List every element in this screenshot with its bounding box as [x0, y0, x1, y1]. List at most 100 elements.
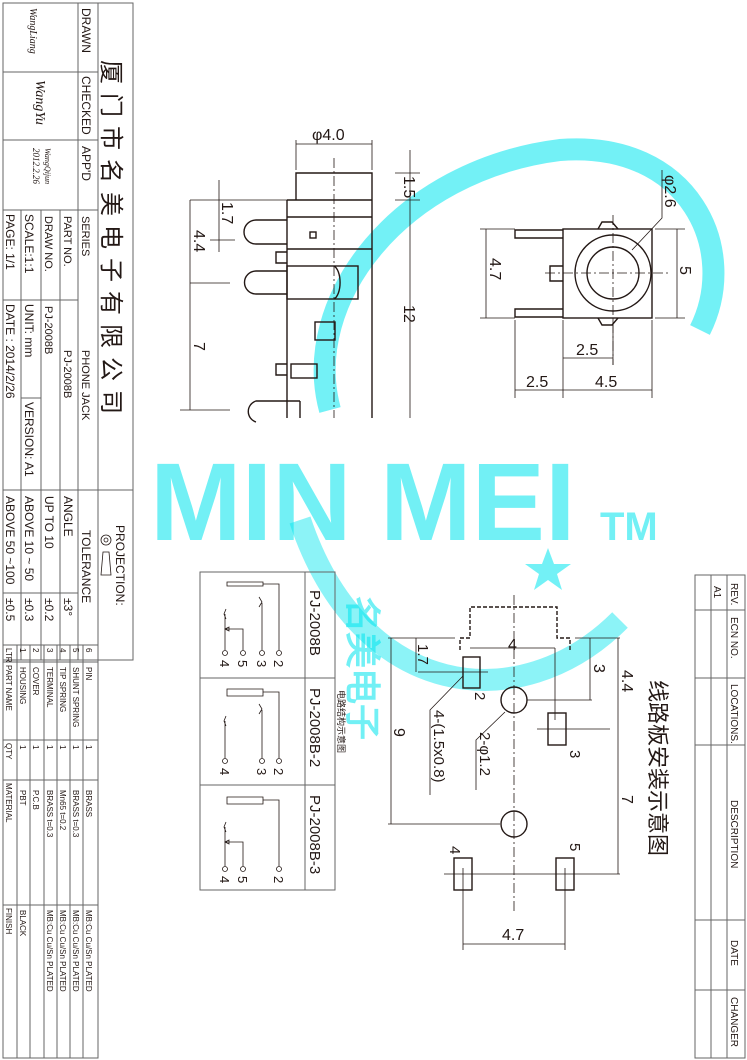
- pad-note: 4-(1.5x0.8): [430, 710, 447, 783]
- pin-label: 2: [271, 876, 286, 883]
- version-text: VERSION: A1: [22, 402, 36, 477]
- pin-label: 4: [217, 876, 232, 883]
- parts-header: PART NAME: [4, 665, 13, 711]
- pad-label: 3: [566, 750, 583, 758]
- series-value: PHONE JACK: [79, 350, 91, 421]
- pin-label: 5: [235, 660, 250, 667]
- tolerance-value: ±3°: [61, 598, 75, 616]
- watermark: MIN MEI TM 名美电子: [150, 138, 725, 740]
- part-material: BRASS t=0.3: [71, 790, 80, 838]
- pin-label: 4: [217, 660, 232, 667]
- circuit-diagram: 电路结构示意图 PJ-2008B PJ-2008B-2 PJ-2008B-3 2…: [199, 571, 347, 891]
- part-finish: MB:Cu Cu/Sn PLATED: [84, 910, 93, 992]
- tolerance-value: ±0.5: [3, 598, 17, 622]
- scale-text: SCALE:1:1: [22, 214, 36, 274]
- dim-2-5-center: 2.5: [576, 342, 598, 359]
- part-material: BRASS t=0.3: [45, 790, 54, 838]
- tolerance-value: ±0.2: [42, 598, 56, 622]
- part-ltr: 2: [31, 648, 40, 653]
- part-name: HOUSING: [18, 667, 27, 704]
- unit-text: UNIT: mm: [22, 304, 36, 357]
- parts-header: QTY: [4, 743, 13, 760]
- part-no-value: PJ-2008B: [61, 350, 73, 398]
- part-no-label: PART NO.: [61, 216, 73, 267]
- projection-symbol-icon: [100, 534, 112, 576]
- parts-header: MATERIAL: [4, 783, 13, 823]
- description-header: DESCRIPTION: [728, 800, 739, 868]
- circuit-title: 电路结构示意图: [336, 690, 347, 753]
- pcb-layout: 4 1.7 3 4.4 9 7 4.7 4-(1.5x0.8) 2-φ1.2 2…: [388, 595, 670, 950]
- side-view: φ4.0 1.5 12 1.7 4.4 7: [180, 127, 420, 423]
- date-header: DATE: [728, 940, 739, 966]
- watermark-tm: TM: [600, 505, 658, 549]
- pin-label: 3: [254, 768, 269, 775]
- checked-label: CHECKED: [79, 76, 93, 135]
- dim-2-5-left: 2.5: [526, 374, 548, 391]
- rev-header: REV.: [728, 583, 739, 605]
- pin-label: 2: [271, 768, 286, 775]
- dim-7: 7: [618, 795, 635, 804]
- parts-table-border: [2, 644, 99, 1059]
- checked-signature: WangYu: [32, 80, 47, 125]
- dim-4-4: 4.4: [190, 230, 207, 252]
- part-ltr: 6: [84, 648, 93, 653]
- watermark-star-icon: [525, 548, 571, 590]
- drawn-label: DRAWN: [79, 8, 93, 53]
- tolerance-range: ABOVE 10 ~ 50: [22, 496, 36, 581]
- draw-no-label: DRAW NO.: [42, 216, 54, 272]
- part-qty: 1: [84, 745, 93, 750]
- pcb-title: 线路板安装示意图: [645, 680, 670, 856]
- tolerance-table: PROJECTION: TOLERANCE ANGLE ±3° UP TO 10…: [2, 489, 134, 661]
- draw-no-value: PJ-2008B: [42, 306, 54, 354]
- pad-label: 5: [566, 843, 583, 851]
- date-text: DATE : 2014/2/26: [3, 304, 17, 399]
- appd-date: 2012.2.26: [31, 148, 41, 185]
- part-qty: 1: [31, 745, 40, 750]
- dim-9: 9: [390, 728, 407, 737]
- part-qty: 1: [45, 745, 54, 750]
- pin-label: 3: [254, 660, 269, 667]
- variant-name: PJ-2008B-2: [306, 688, 323, 767]
- part-qty: 1: [58, 745, 67, 750]
- dim-1-7: 1.7: [218, 202, 235, 224]
- page-text: PAGE: 1/1: [3, 214, 17, 270]
- revision-table: REV. ECN NO. LOCATIONS. DESCRIPTION DATE…: [694, 574, 746, 1059]
- pin-label: 4: [217, 768, 232, 775]
- dim-5: 5: [676, 266, 693, 275]
- parts-header: FINISH: [4, 908, 13, 934]
- dim-4-4: 4.4: [618, 670, 635, 692]
- part-ltr: 5: [71, 648, 80, 653]
- tolerance-range: ABOVE 50 ~100: [3, 496, 17, 585]
- drawn-signature: WangLiang: [27, 8, 38, 54]
- part-name: TIP SPRING: [58, 667, 67, 712]
- pin-label: 5: [235, 876, 250, 883]
- part-ltr: 1: [18, 648, 27, 653]
- pin-label: 2: [271, 660, 286, 667]
- part-ltr: 4: [58, 648, 67, 653]
- company-name: 厦门市名美电子有限公司: [97, 60, 124, 423]
- dim-7: 7: [190, 342, 207, 351]
- appd-signature: WangQijun: [43, 148, 52, 184]
- changer-header: CHANGER: [728, 997, 739, 1047]
- dim-1-7: 1.7: [414, 644, 431, 665]
- parts-header: LTR: [4, 648, 13, 663]
- part-material: P.C.B: [31, 790, 40, 810]
- front-view: φ2.6 4.7 5 2.5 2.5 4.5: [480, 170, 693, 398]
- pad-label: 2: [471, 692, 488, 700]
- variant-name: PJ-2008B: [306, 590, 323, 656]
- tolerance-range: UP TO 10: [42, 496, 56, 549]
- part-material: PBT: [18, 790, 27, 806]
- watermark-cn: 名美电子: [342, 596, 383, 740]
- hole-note: 2-φ1.2: [476, 732, 493, 776]
- tolerance-header: TOLERANCE: [79, 530, 93, 603]
- appd-label: APP'D: [79, 146, 93, 181]
- tolerance-range: ANGLE: [61, 496, 75, 537]
- dim-4-7: 4.7: [486, 258, 503, 280]
- dim-phi-4: φ4.0: [312, 127, 345, 144]
- dim-12: 12: [400, 305, 417, 323]
- dim-4-7: 4.7: [502, 927, 524, 944]
- dim-3: 3: [590, 664, 607, 673]
- part-ltr: 3: [45, 648, 54, 653]
